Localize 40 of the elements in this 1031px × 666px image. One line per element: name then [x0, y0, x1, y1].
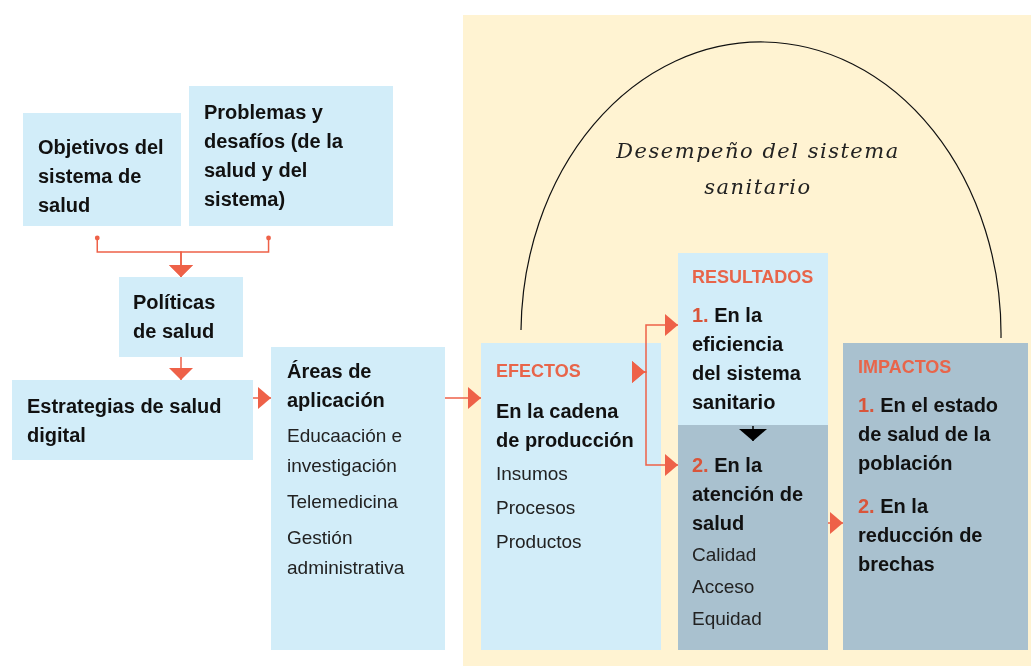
performance-panel: [463, 15, 1031, 666]
item-text: Acceso: [692, 575, 756, 599]
heading-text: Áreas de aplicación: [287, 359, 386, 413]
arrow: [827, 512, 844, 534]
care-result-box: [678, 425, 828, 650]
section-heading: EFECTOS: [496, 360, 582, 383]
item-text: Gestión administrativa: [287, 526, 406, 580]
policy-box: [119, 277, 243, 357]
item-text: Calidad: [692, 543, 758, 567]
section-heading: IMPACTOS: [858, 356, 953, 379]
heading-text: Objetivos del sistema de salud: [38, 135, 165, 218]
arrow: [444, 387, 482, 409]
heading-text: 1. En la eficiencia del sistema sanitario: [692, 303, 802, 415]
heading-text: Problemas y desafíos (de la salud y del sistema): [204, 100, 344, 212]
heading-text: 2. En la reducción de brechas: [858, 494, 984, 577]
item-text: Productos: [496, 530, 583, 554]
panel-title: Desempeño del sistema sanitario: [615, 138, 901, 201]
efficiency-result-box: [678, 253, 828, 425]
heading-text: Estrategias de salud digital: [27, 394, 223, 448]
arrow: [252, 387, 272, 409]
heading-text: 2. En la atención de salud: [692, 453, 805, 536]
heading-text: En la cadena de producción: [496, 399, 635, 453]
strategy-box: [12, 380, 253, 460]
effects-box: [481, 343, 661, 650]
objective-box: [23, 113, 181, 226]
item-text: Equidad: [692, 607, 763, 631]
item-text: Educaación e investigación: [287, 424, 404, 478]
application-areas-box: [271, 347, 445, 650]
arrow: [739, 425, 767, 442]
arrow: [169, 356, 193, 381]
section-heading: RESULTADOS: [692, 266, 814, 289]
arrow: [631, 361, 679, 476]
heading-text: Políticas de salud: [133, 290, 217, 344]
arrow: [169, 235, 271, 278]
heading-text: 1. En el estado de salud de la población: [858, 393, 1000, 476]
item-text: Telemedicina: [287, 490, 399, 514]
impacts-box: [843, 343, 1028, 650]
problem-box: [189, 86, 393, 226]
item-text: Insumos: [496, 462, 569, 486]
item-text: Procesos: [496, 496, 577, 520]
